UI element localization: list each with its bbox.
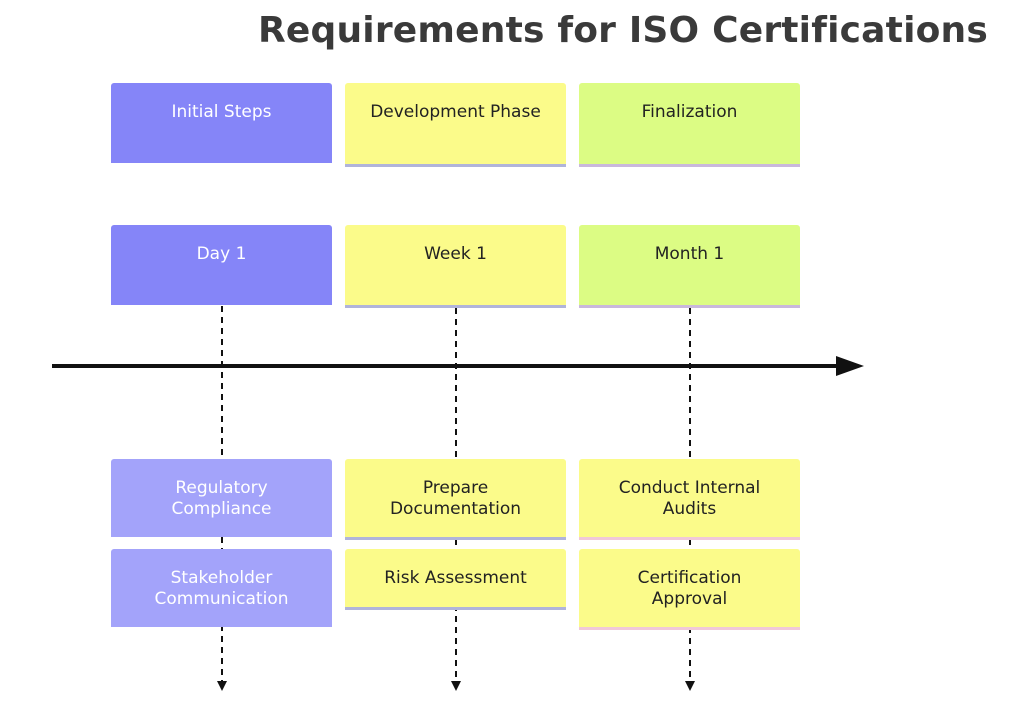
milestone-card-day-1: Day 1 bbox=[111, 225, 332, 305]
task-card-conduct-internal-audits: Conduct Internal Audits bbox=[579, 459, 800, 540]
task-label: Risk Assessment bbox=[384, 568, 527, 588]
task-label: Stakeholder Communication bbox=[154, 568, 289, 609]
phase-card-initial-steps: Initial Steps bbox=[111, 83, 332, 163]
connector-day-1-arrowhead bbox=[217, 681, 227, 691]
milestone-card-week-1: Week 1 bbox=[345, 225, 566, 308]
phase-label: Development Phase bbox=[370, 102, 541, 122]
connector-month-1-arrowhead bbox=[685, 681, 695, 691]
phase-card-finalization: Finalization bbox=[579, 83, 800, 167]
task-card-prepare-documentation: Prepare Documentation bbox=[345, 459, 566, 540]
task-card-stakeholder-communication: Stakeholder Communication bbox=[111, 549, 332, 627]
task-label: Regulatory Compliance bbox=[171, 478, 272, 519]
connector-week-1-arrowhead bbox=[451, 681, 461, 691]
task-card-risk-assessment: Risk Assessment bbox=[345, 549, 566, 610]
milestone-label: Week 1 bbox=[424, 244, 487, 264]
phase-card-development-phase: Development Phase bbox=[345, 83, 566, 167]
milestone-label: Day 1 bbox=[196, 244, 247, 264]
milestone-card-month-1: Month 1 bbox=[579, 225, 800, 308]
timeline-arrowhead bbox=[836, 356, 864, 376]
task-label: Certification Approval bbox=[637, 568, 742, 609]
task-label: Prepare Documentation bbox=[389, 478, 522, 519]
phase-label: Finalization bbox=[641, 102, 738, 122]
task-label: Conduct Internal Audits bbox=[618, 478, 761, 519]
task-card-certification-approval: Certification Approval bbox=[579, 549, 800, 630]
milestone-label: Month 1 bbox=[654, 244, 725, 264]
page-title: Requirements for ISO Certifications bbox=[257, 10, 988, 51]
task-card-regulatory-compliance: Regulatory Compliance bbox=[111, 459, 332, 537]
phase-label: Initial Steps bbox=[171, 102, 272, 122]
